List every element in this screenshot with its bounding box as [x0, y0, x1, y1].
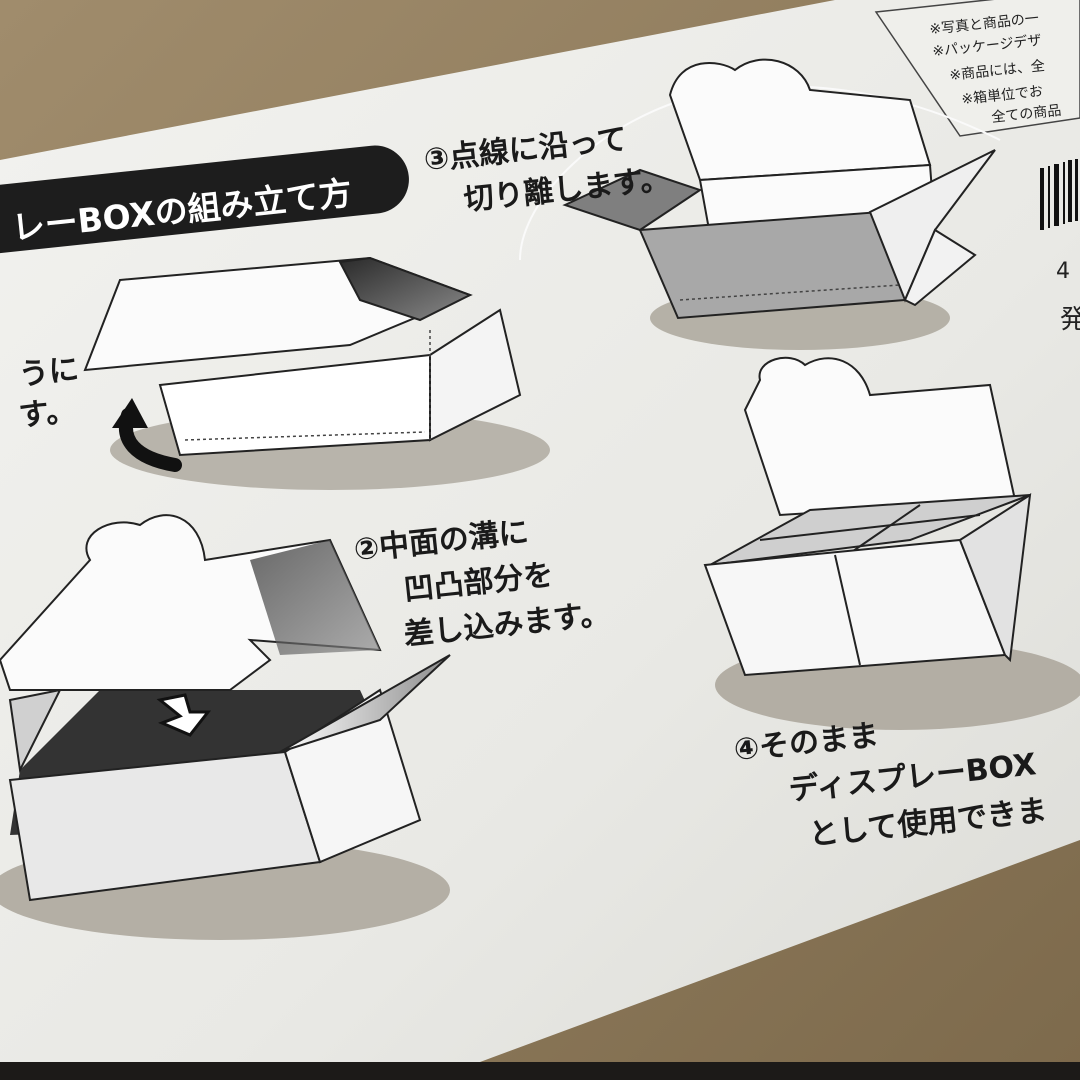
barcode-text: 発 — [1060, 305, 1080, 335]
barcode: 4 発 — [1040, 159, 1080, 335]
step4-illustration — [703, 356, 1080, 730]
step2-illustration — [0, 514, 451, 940]
step1-caption-line-1: うに — [17, 352, 80, 393]
notes-box: ※写真と商品の一 ※パッケージデザ ※商品には、全 ※箱単位でお 全ての商品 — [874, 0, 1080, 137]
bottom-shadow — [0, 1062, 1080, 1080]
barcode-number: 4 — [1056, 259, 1070, 284]
step1-illustration — [83, 256, 550, 490]
step1-caption-line-2: す。 — [17, 393, 77, 434]
step3-illustration — [562, 58, 996, 350]
